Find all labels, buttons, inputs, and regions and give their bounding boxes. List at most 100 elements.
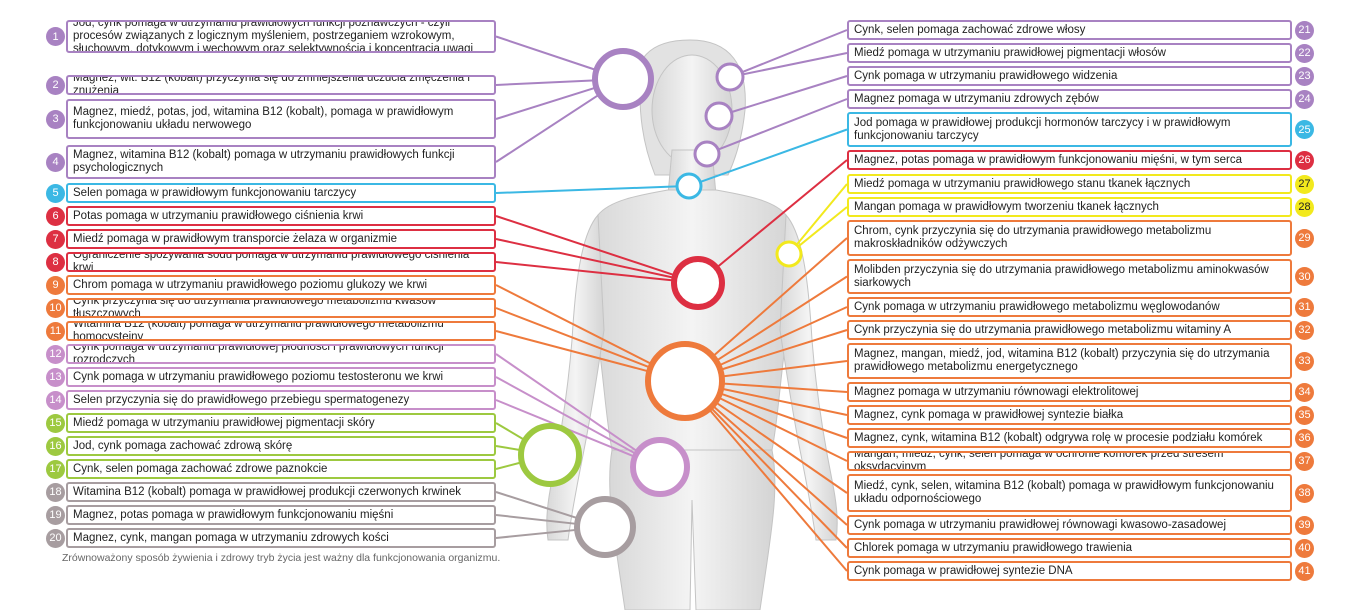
number-badge-13: 13: [46, 367, 65, 387]
connector-line-29: [712, 237, 848, 358]
connector-line-8: [495, 261, 675, 282]
info-box-2: Magnez, wit. B12 (kobalt) przyczynia się…: [66, 75, 496, 95]
info-text-11: Witamina B12 (kobalt) pomaga w utrzymani…: [73, 321, 444, 341]
info-text-22: Miedź pomaga w utrzymaniu prawidłowej pi…: [854, 46, 1166, 59]
number-badge-27: 27: [1295, 174, 1314, 194]
connector-line-38: [714, 401, 848, 494]
number-badge-8: 8: [46, 252, 65, 272]
info-box-18: Witamina B12 (kobalt) pomaga w prawidłow…: [66, 482, 496, 502]
connector-line-6: [495, 215, 676, 277]
number-badge-15: 15: [46, 413, 65, 433]
number-badge-39: 39: [1295, 515, 1314, 535]
info-text-20: Magnez, cynk, mangan pomaga w utrzymaniu…: [73, 531, 389, 544]
connector-line-24: [717, 98, 848, 151]
connector-line-28: [797, 206, 848, 248]
info-text-10: Cynk przyczynia się do utrzymania prawid…: [73, 298, 437, 318]
info-text-16: Jod, cynk pomaga zachować zdrową skórę: [73, 439, 293, 452]
connector-line-12: [495, 353, 639, 453]
info-box-11: Witamina B12 (kobalt) pomaga w utrzymani…: [66, 321, 496, 341]
info-text-13: Cynk pomaga w utrzymaniu prawidłowego po…: [73, 370, 444, 383]
organ-circles: [518, 48, 803, 558]
info-box-13: Cynk pomaga w utrzymaniu prawidłowego po…: [66, 367, 496, 387]
info-box-16: Jod, cynk pomaga zachować zdrową skórę: [66, 436, 496, 456]
number-badge-29: 29: [1295, 228, 1314, 248]
info-box-8: Ograniczenie spożywania sodu pomaga w ut…: [66, 252, 496, 272]
info-text-8: Ograniczenie spożywania sodu pomaga w ut…: [73, 252, 470, 272]
number-badge-9: 9: [46, 275, 65, 295]
connector-line-11: [495, 330, 650, 373]
info-box-23: Cynk pomaga w utrzymaniu prawidłowego wi…: [847, 66, 1292, 86]
info-box-9: Chrom pomaga w utrzymaniu prawidłowego p…: [66, 275, 496, 295]
connector-line-2: [495, 79, 596, 86]
info-text-38: Miedź, cynk, selen, witamina B12 (kobalt…: [854, 480, 1274, 505]
info-box-38: Miedź, cynk, selen, witamina B12 (kobalt…: [847, 474, 1292, 512]
number-badge-20: 20: [46, 528, 65, 548]
info-text-26: Magnez, potas pomaga w prawidłowym funkc…: [854, 153, 1242, 166]
number-badge-25: 25: [1295, 120, 1314, 139]
info-box-21: Cynk, selen pomaga zachować zdrowe włosy: [847, 20, 1292, 40]
connector-line-37: [717, 396, 848, 462]
info-text-34: Magnez pomaga w utrzymaniu równowagi ele…: [854, 385, 1139, 398]
connector-line-19: [495, 514, 578, 525]
number-badge-34: 34: [1295, 382, 1314, 402]
number-badge-11: 11: [46, 321, 65, 341]
info-box-41: Cynk pomaga w prawidłowej syntezie DNA: [847, 561, 1292, 581]
number-badge-24: 24: [1295, 89, 1314, 109]
info-text-19: Magnez, potas pomaga w prawidłowym funkc…: [73, 508, 394, 521]
info-text-14: Selen przyczynia się do prawidłowego prz…: [73, 393, 410, 406]
number-badge-3: 3: [46, 109, 65, 129]
info-text-3: Magnez, miedź, potas, jod, witamina B12 …: [73, 106, 454, 131]
connector-line-1: [495, 35, 597, 72]
connector-line-25: [699, 128, 848, 183]
info-text-1: Jod, cynk pomaga w utrzymaniu prawidłowy…: [73, 20, 474, 53]
connector-line-7: [495, 238, 675, 279]
info-box-25: Jod pomaga w prawidłowej produkcji hormo…: [847, 112, 1292, 147]
info-text-29: Chrom, cynk przyczynia się do utrzymania…: [854, 225, 1212, 250]
number-badge-2: 2: [46, 75, 65, 95]
info-text-4: Magnez, witamina B12 (kobalt) pomaga w u…: [73, 149, 455, 174]
info-box-15: Miedź pomaga w utrzymaniu prawidłowej pi…: [66, 413, 496, 433]
connector-line-39: [711, 404, 848, 526]
info-text-24: Magnez pomaga w utrzymaniu zdrowych zębó…: [854, 92, 1099, 105]
eye-circle: [704, 101, 734, 131]
info-box-6: Potas pomaga w utrzymaniu prawidłowego c…: [66, 206, 496, 226]
info-box-19: Magnez, potas pomaga w prawidłowym funkc…: [66, 505, 496, 525]
connector-line-41: [708, 408, 848, 572]
info-box-26: Magnez, potas pomaga w prawidłowym funkc…: [847, 150, 1292, 170]
info-box-33: Magnez, mangan, miedź, jod, witamina B12…: [847, 343, 1292, 379]
info-box-40: Chlorek pomaga w utrzymaniu prawidłowego…: [847, 538, 1292, 558]
number-badge-23: 23: [1295, 66, 1314, 86]
connector-line-5: [495, 185, 678, 194]
info-box-27: Miedź pomaga w utrzymaniu prawidłowego s…: [847, 174, 1292, 194]
info-text-12: Cynk pomaga w utrzymaniu prawidłowej pło…: [73, 344, 444, 364]
number-badge-10: 10: [46, 298, 65, 318]
info-box-39: Cynk pomaga w utrzymaniu prawidłowej rów…: [847, 515, 1292, 535]
info-box-3: Magnez, miedź, potas, jod, witamina B12 …: [66, 99, 496, 139]
info-text-35: Magnez, cynk pomaga w prawidłowej syntez…: [854, 408, 1124, 421]
info-text-27: Miedź pomaga w utrzymaniu prawidłowego s…: [854, 177, 1191, 190]
number-badge-40: 40: [1295, 538, 1314, 558]
info-box-34: Magnez pomaga w utrzymaniu równowagi ele…: [847, 382, 1292, 402]
info-text-5: Selen pomaga w prawidłowym funkcjonowani…: [73, 186, 357, 199]
thyroid-circle: [675, 172, 703, 200]
number-badge-28: 28: [1295, 197, 1314, 217]
skin-circle: [518, 423, 582, 487]
connector-line-21: [741, 29, 848, 74]
number-badge-38: 38: [1295, 483, 1314, 503]
connector-line-22: [742, 52, 848, 76]
connector-line-9: [495, 284, 653, 366]
connector-line-3: [495, 86, 597, 120]
info-box-14: Selen przyczynia się do prawidłowego prz…: [66, 390, 496, 410]
info-box-1: Jod, cynk pomaga w utrzymaniu prawidłowy…: [66, 20, 496, 53]
connector-lines: [495, 29, 848, 572]
connector-line-4: [495, 93, 601, 163]
head-circle: [592, 48, 654, 110]
info-text-17: Cynk, selen pomaga zachować zdrowe pazno…: [73, 462, 328, 475]
repro-circle: [630, 437, 690, 497]
number-badge-26: 26: [1295, 150, 1314, 170]
number-badge-17: 17: [46, 459, 65, 479]
connector-line-35: [721, 387, 848, 416]
info-box-35: Magnez, cynk pomaga w prawidłowej syntez…: [847, 405, 1292, 425]
info-box-37: Mangan, miedź, cynk, selen pomaga w ochr…: [847, 451, 1292, 471]
number-badge-16: 16: [46, 436, 65, 456]
